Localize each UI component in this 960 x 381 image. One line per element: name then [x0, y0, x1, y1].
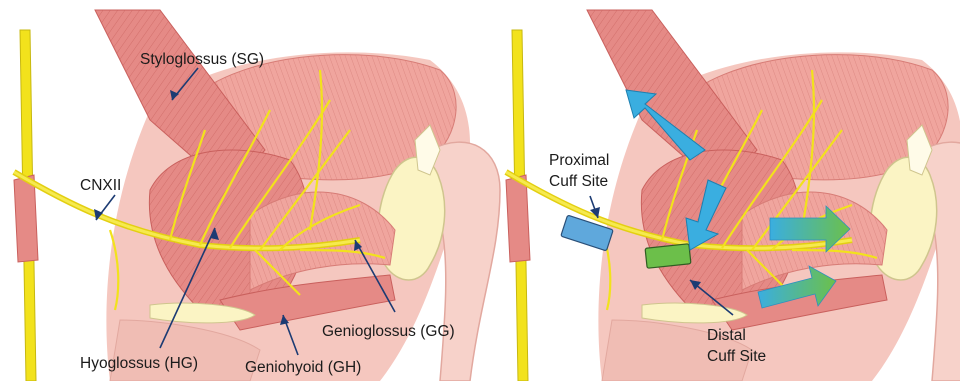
- genioglossus-label: Genioglossus (GG): [322, 323, 455, 340]
- geniohyoid-label: Geniohyoid (GH): [245, 359, 361, 376]
- distal-cuff-label-line1: Distal: [707, 327, 746, 344]
- proximal-cuff-label-line1: Proximal: [549, 152, 609, 169]
- hyoglossus-label: Hyoglossus (HG): [80, 355, 198, 372]
- distal-cuff-label-line2: Cuff Site: [707, 348, 766, 365]
- styloglossus-label: Styloglossus (SG): [140, 51, 264, 68]
- right-panel: Proximal Cuff Site Distal Cuff Site: [506, 10, 960, 381]
- proximal-cuff-label-line2: Cuff Site: [549, 173, 608, 190]
- right-anatomy-illustration: [506, 10, 960, 381]
- distal-cuff: [645, 244, 691, 268]
- cnxii-label: CNXII: [80, 177, 121, 194]
- left-panel: Styloglossus (SG) CNXII Hyoglossus (HG) …: [14, 10, 500, 381]
